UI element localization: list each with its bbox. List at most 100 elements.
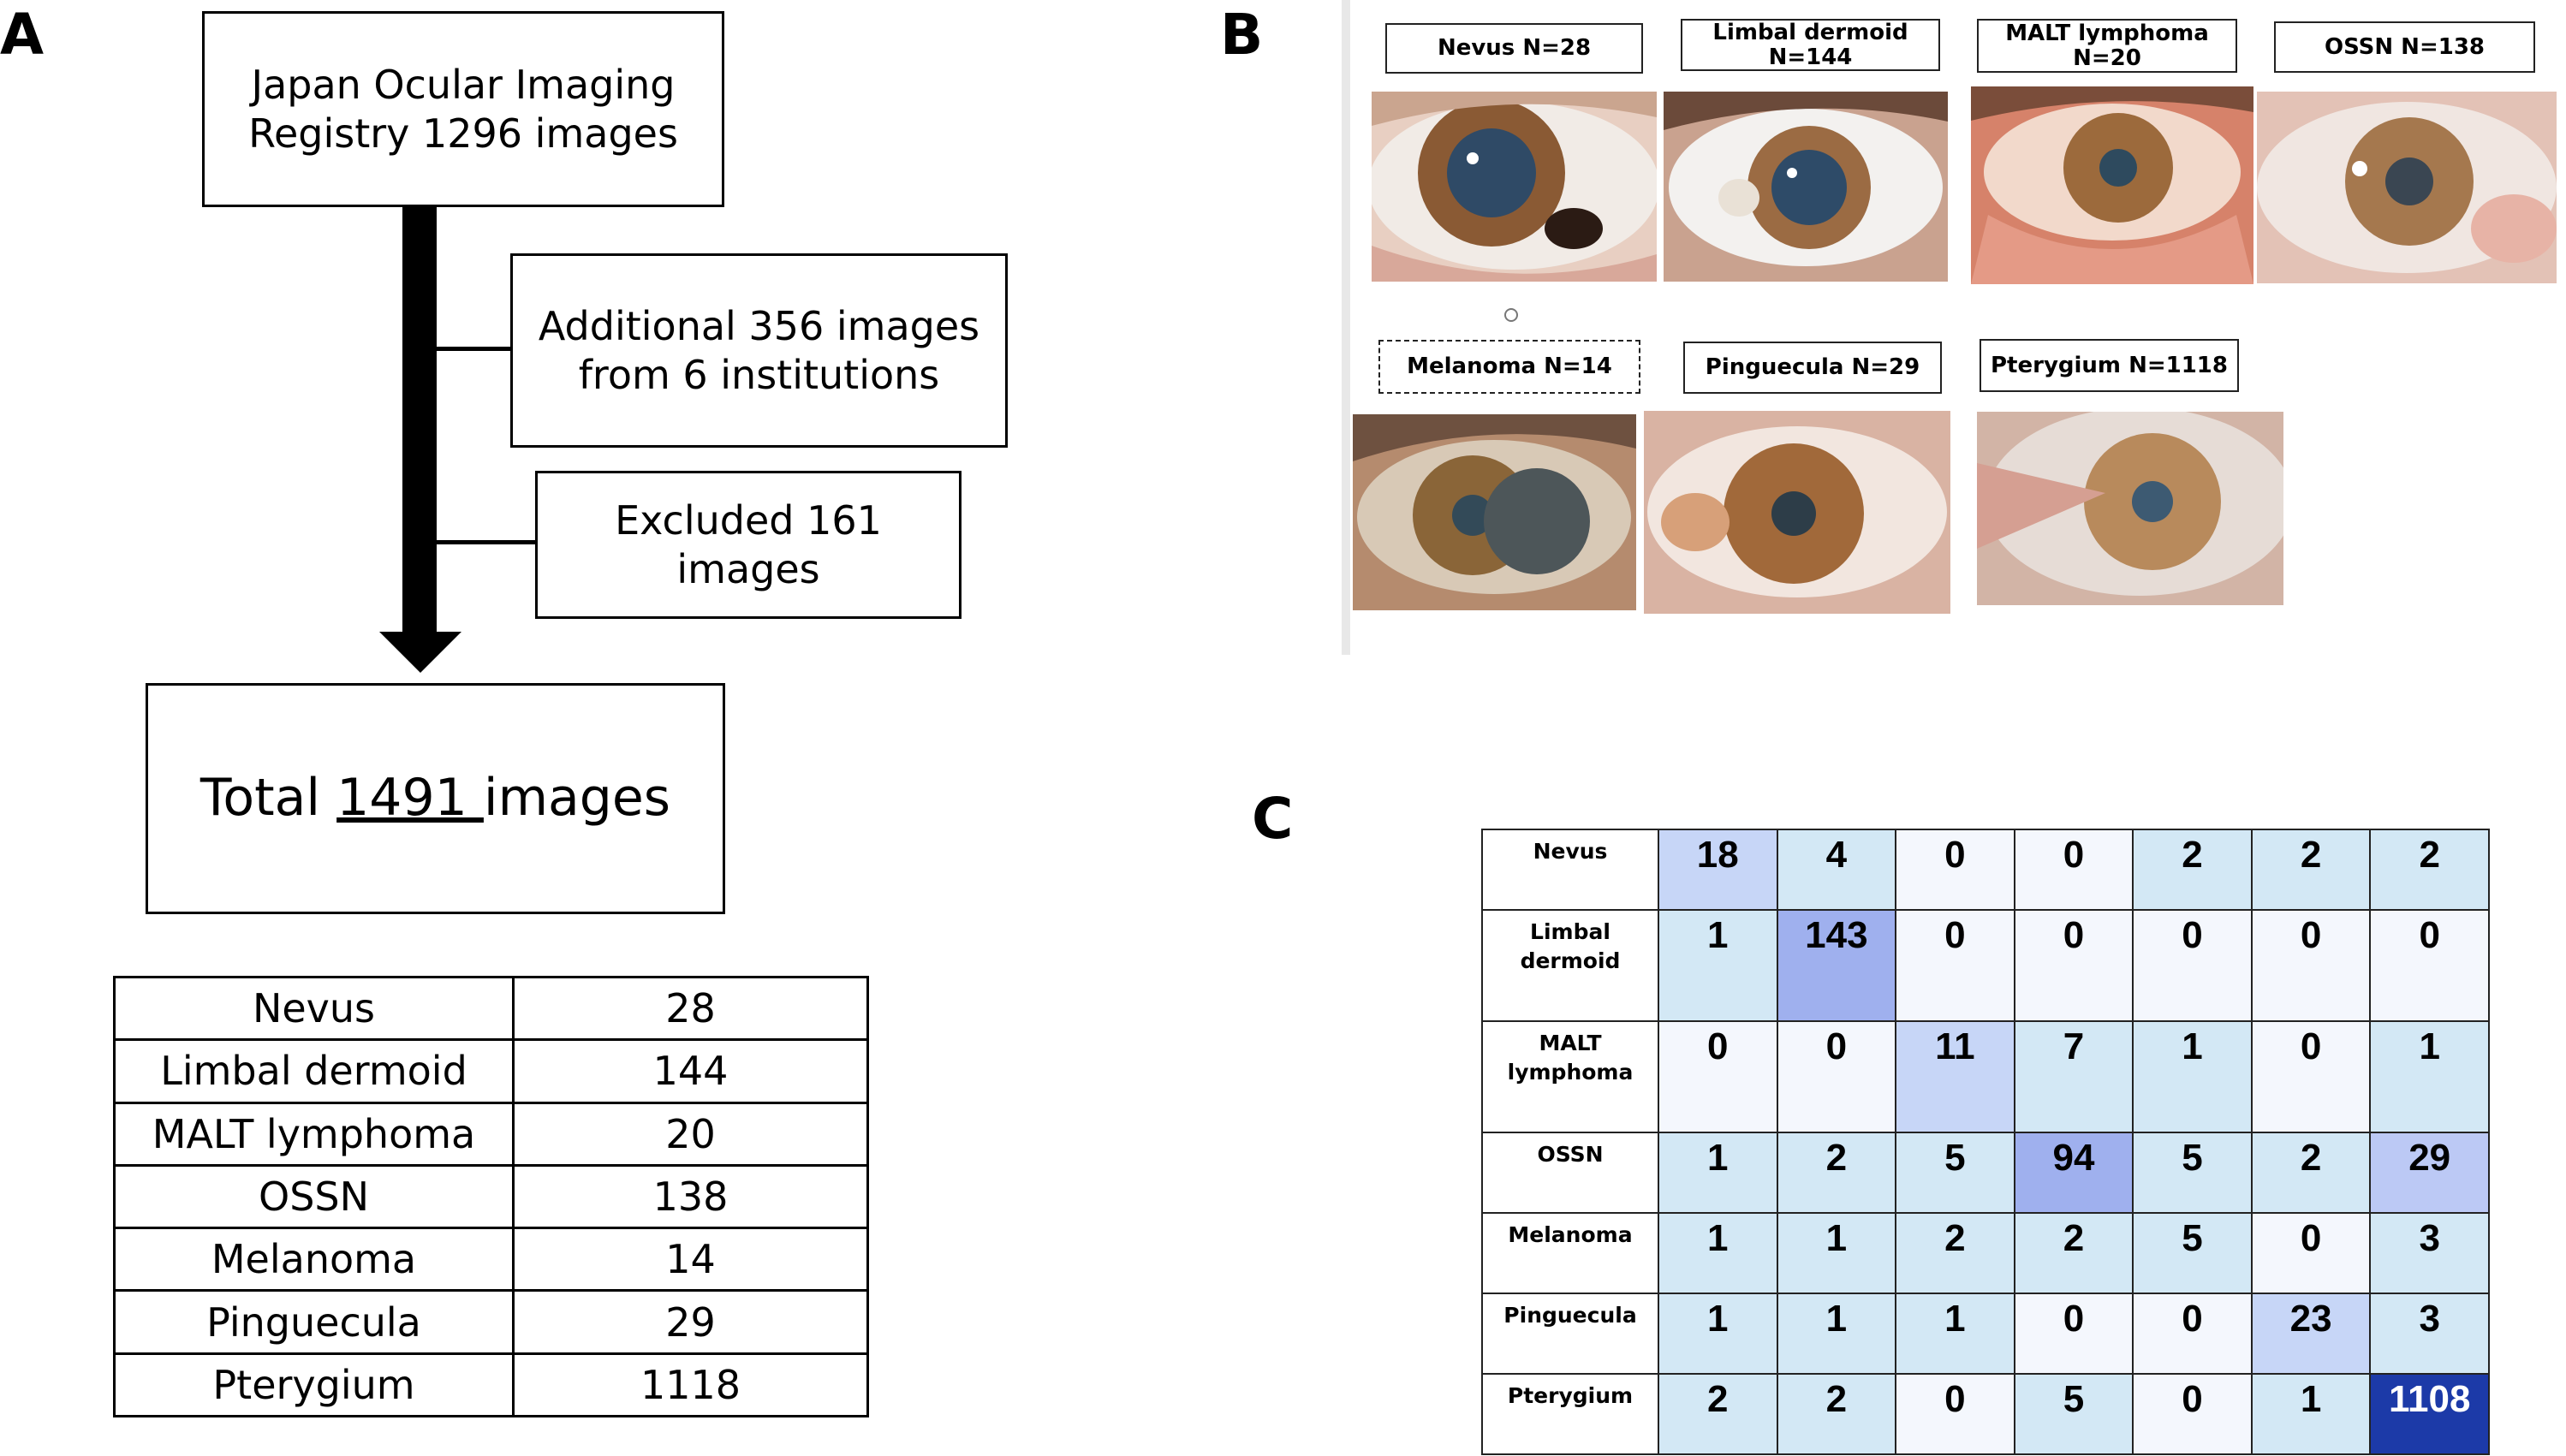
matrix-row-label: Melanoma bbox=[1481, 1212, 1659, 1294]
matrix-cell: 4 bbox=[1776, 829, 1897, 911]
summary-label: Limbal dermoid bbox=[113, 1038, 515, 1104]
photo-panel bbox=[1342, 0, 2566, 655]
matrix-cell: 5 bbox=[2132, 1212, 2253, 1294]
matrix-cell: 1 bbox=[1658, 1132, 1778, 1215]
summary-label: Melanoma bbox=[113, 1227, 515, 1293]
connector-added bbox=[432, 347, 513, 351]
matrix-cell: 1 bbox=[1658, 1293, 1778, 1375]
matrix-cell: 0 bbox=[2369, 908, 2490, 1023]
matrix-cell: 5 bbox=[1895, 1132, 2015, 1215]
matrix-cell: 1 bbox=[1776, 1212, 1897, 1294]
photo-nevus bbox=[1372, 92, 1657, 282]
label-pinguecula: Pinguecula N=29 bbox=[1683, 342, 1942, 394]
panel-label-c: C bbox=[1252, 786, 1294, 852]
matrix-cell: 1 bbox=[1658, 1212, 1778, 1294]
label-nevus: Nevus N=28 bbox=[1385, 23, 1643, 74]
photo-pinguecula bbox=[1644, 411, 1950, 614]
matrix-cell: 1108 bbox=[2369, 1372, 2490, 1456]
photo-malt-lymphoma bbox=[1971, 86, 2253, 284]
matrix-cell: 1 bbox=[2250, 1372, 2372, 1456]
summary-label: Nevus bbox=[113, 975, 515, 1042]
summary-label: OSSN bbox=[113, 1163, 515, 1230]
matrix-cell: 2 bbox=[1776, 1132, 1897, 1215]
summary-count: 29 bbox=[512, 1289, 869, 1355]
label-melanoma: Melanoma N=14 bbox=[1378, 340, 1640, 394]
summary-count: 1118 bbox=[512, 1352, 869, 1418]
matrix-cell: 0 bbox=[2250, 1020, 2372, 1134]
matrix-cell: 0 bbox=[2250, 908, 2372, 1023]
matrix-cell: 2 bbox=[2250, 829, 2372, 911]
label-malt-lymphoma: MALT lymphoma N=20 bbox=[1977, 19, 2237, 73]
photo-melanoma bbox=[1353, 414, 1636, 610]
flow-arrow bbox=[402, 207, 437, 635]
photo-pterygium bbox=[1977, 412, 2283, 605]
matrix-cell: 2 bbox=[2013, 1212, 2134, 1294]
matrix-cell: 2 bbox=[1895, 1212, 2015, 1294]
label-pterygium: Pterygium N=1118 bbox=[1980, 339, 2239, 392]
source-box: Japan Ocular Imaging Registry 1296 image… bbox=[202, 11, 724, 207]
matrix-cell: 5 bbox=[2013, 1372, 2134, 1456]
matrix-cell: 143 bbox=[1776, 908, 1897, 1023]
matrix-row-label: Pinguecula bbox=[1481, 1293, 1659, 1375]
matrix-cell: 3 bbox=[2369, 1212, 2490, 1294]
matrix-cell: 18 bbox=[1658, 829, 1778, 911]
matrix-cell: 0 bbox=[2013, 1293, 2134, 1375]
panel-label-a: A bbox=[0, 2, 45, 68]
matrix-row-label: Pterygium bbox=[1481, 1372, 1659, 1456]
matrix-cell: 2 bbox=[1658, 1372, 1778, 1456]
summary-label: MALT lymphoma bbox=[113, 1101, 515, 1167]
matrix-cell: 2 bbox=[2369, 829, 2490, 911]
matrix-cell: 1 bbox=[1776, 1293, 1897, 1375]
total-suffix: images bbox=[483, 768, 671, 829]
matrix-row-label: Limbal dermoid bbox=[1481, 908, 1659, 1023]
summary-label: Pterygium bbox=[113, 1352, 515, 1418]
matrix-cell: 23 bbox=[2250, 1293, 2372, 1375]
matrix-cell: 94 bbox=[2013, 1132, 2134, 1215]
excluded-box: Excluded 161 images bbox=[535, 471, 962, 619]
matrix-cell: 0 bbox=[2250, 1212, 2372, 1294]
summary-count: 28 bbox=[512, 975, 869, 1042]
matrix-cell: 5 bbox=[2132, 1132, 2253, 1215]
label-limbal-dermoid: Limbal dermoid N=144 bbox=[1681, 19, 1940, 71]
total-number: 1491 bbox=[336, 768, 484, 829]
matrix-cell: 1 bbox=[2369, 1020, 2490, 1134]
total-prefix: Total bbox=[199, 768, 337, 829]
matrix-cell: 1 bbox=[1658, 908, 1778, 1023]
matrix-cell: 0 bbox=[1895, 908, 2015, 1023]
matrix-cell: 0 bbox=[1895, 1372, 2015, 1456]
flow-arrow-head bbox=[379, 632, 461, 673]
summary-label: Pinguecula bbox=[113, 1289, 515, 1355]
matrix-cell: 2 bbox=[1776, 1372, 1897, 1456]
matrix-row-label: Nevus bbox=[1481, 829, 1659, 911]
matrix-cell: 0 bbox=[1776, 1020, 1897, 1134]
label-ossn: OSSN N=138 bbox=[2274, 21, 2535, 73]
rotate-handle-icon bbox=[1504, 308, 1518, 322]
matrix-cell: 11 bbox=[1895, 1020, 2015, 1134]
connector-excluded bbox=[432, 540, 537, 544]
matrix-cell: 0 bbox=[2013, 829, 2134, 911]
summary-count: 20 bbox=[512, 1101, 869, 1167]
matrix-cell: 0 bbox=[2132, 908, 2253, 1023]
matrix-cell: 2 bbox=[2132, 829, 2253, 911]
matrix-cell: 2 bbox=[2250, 1132, 2372, 1215]
panel-label-b: B bbox=[1220, 2, 1264, 68]
matrix-cell: 1 bbox=[2132, 1020, 2253, 1134]
photo-ossn bbox=[2257, 92, 2557, 283]
added-box: Additional 356 images from 6 institution… bbox=[510, 253, 1008, 448]
summary-count: 14 bbox=[512, 1227, 869, 1293]
matrix-cell: 0 bbox=[2013, 908, 2134, 1023]
matrix-cell: 0 bbox=[2132, 1372, 2253, 1456]
